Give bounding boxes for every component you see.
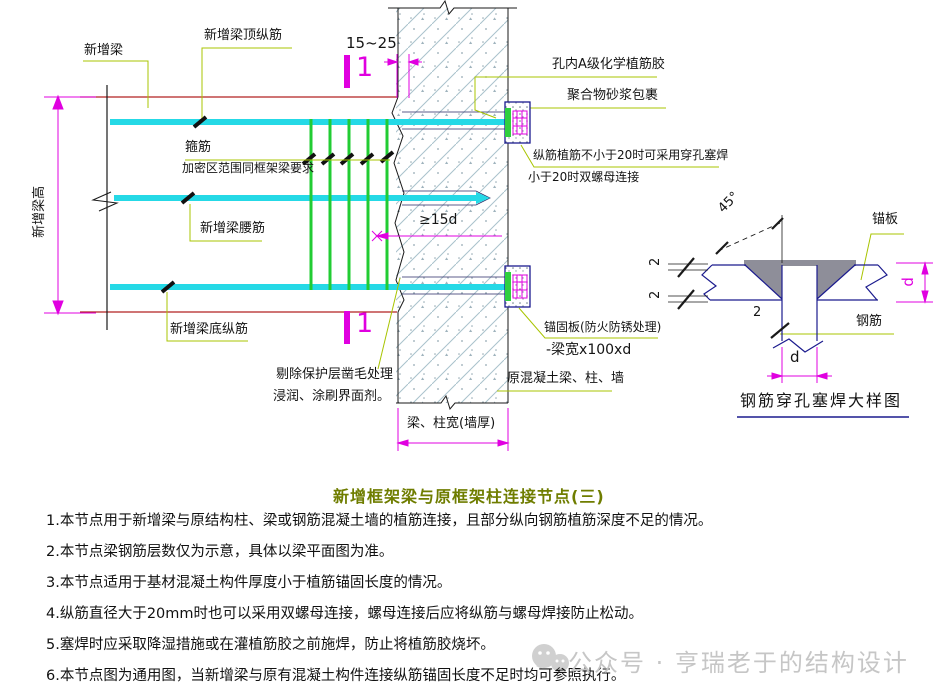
detail-caption: 钢筋穿孔塞焊大样图 — [740, 391, 903, 410]
label-anchor-plate-2: -梁宽x100xd — [546, 342, 632, 358]
note-6: 6.本节点图为通用图，当新增梁与原有混凝土构件连接纵筋锚固长度不足时均可参照执行… — [46, 668, 626, 684]
note-5: 5.塞焊时应采取降湿措施或在灌植筋胶之前施焊，防止将植筋胶烧坏。 — [46, 637, 495, 653]
stirrups — [309, 119, 389, 290]
label-new-beam: 新增梁 — [84, 43, 124, 58]
label-chip-2: 浸润、涂刷界面剂。 — [273, 389, 391, 404]
note-2: 2.本节点梁钢筋层数仅为示意，具体以梁平面图为准。 — [46, 544, 394, 560]
note-1: 1.本节点用于新增梁与原结构柱、梁或钢筋混凝土墙的植筋连接，且部分纵向钢筋植筋深… — [46, 513, 713, 529]
section-number-bottom: 1 — [356, 308, 374, 339]
note-3: 3.本节点适用于基材混凝土构件厚度小于植筋锚固长度的情况。 — [46, 575, 452, 591]
label-polymer-mortar: 聚合物砂浆包裹 — [567, 88, 659, 103]
label-top-bars: 新增梁顶纵筋 — [204, 28, 283, 43]
longitudinal-rebar — [91, 119, 507, 290]
rebar-tick-marks — [160, 115, 395, 294]
detail-weld-size-bottom: 2 — [753, 305, 762, 320]
detail-dim-d-right: d — [899, 277, 918, 287]
detail-anchor-plate: 锚板 — [872, 212, 899, 227]
label-original-concrete: 原混凝土梁、柱、墙 — [507, 371, 625, 386]
dim-top-gap: 15~25 — [346, 34, 397, 52]
label-beam-height: 新增梁高 — [32, 185, 48, 238]
section-markers — [344, 55, 350, 344]
label-hole-adhesive: 孔内A级化学植筋胶 — [552, 57, 665, 72]
section-number-top: 1 — [356, 52, 374, 83]
label-waist-bars: 新增梁腰筋 — [200, 221, 266, 236]
wechat-icon — [532, 644, 569, 674]
dimensions — [44, 54, 933, 451]
detail-rebar: 钢筋 — [856, 314, 883, 329]
label-plug-weld-2: 小于20时双螺母连接 — [528, 170, 640, 184]
label-stirrup-note: 加密区范围同框架梁要求 — [182, 161, 315, 175]
rebar-break-symbol — [91, 191, 119, 212]
label-chip-1: 剔除保护层凿毛处理 — [276, 367, 394, 382]
dim-anchor-length: ≥15d — [419, 212, 458, 228]
weld-cap — [744, 260, 856, 266]
label-bottom-bars: 新增梁底纵筋 — [170, 322, 249, 337]
detail-weld-size-top: 2 — [648, 257, 664, 266]
note-4: 4.纵筋直径大于20mm时也可以采用双螺母连接，螺母连接后应将纵筋与螺母焊接防止… — [46, 606, 644, 622]
plug-weld-detail — [668, 215, 909, 418]
anchor-plate-bottom — [504, 265, 531, 308]
anchor-plate-outline — [701, 264, 888, 353]
detail-annotations-lines — [668, 215, 790, 339]
label-anchor-plate-1: 锚固板(防火防锈处理) — [544, 320, 662, 334]
sheet-title: 新增框架梁与原框架柱连接节点(三) — [333, 487, 605, 506]
watermark-text: 公众号 · 亨瑞老于的结构设计 — [568, 649, 909, 677]
dim-width-label: 梁、柱宽(墙厚) — [407, 416, 496, 431]
detail-dim-d-bottom: d — [790, 348, 800, 366]
label-plug-weld-1: 纵筋植筋不小于20时可采用穿孔塞焊 — [533, 148, 729, 162]
detail-weld-size-mid: 2 — [648, 290, 664, 299]
label-stirrup: 箍筋 — [185, 140, 212, 155]
anchor-plate-top — [504, 101, 531, 144]
